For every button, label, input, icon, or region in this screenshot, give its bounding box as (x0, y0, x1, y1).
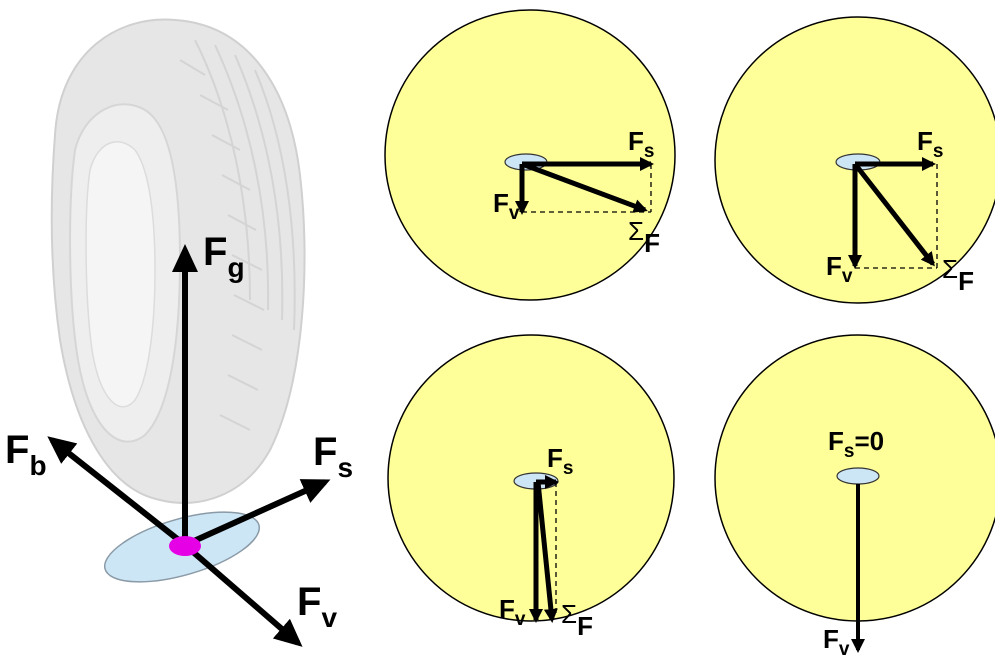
panel-fv-label: Fv (499, 594, 526, 630)
panel-fs-label: Fs (917, 126, 943, 162)
contact-point (169, 536, 201, 556)
panel-4: Fs=0 Fv (714, 334, 995, 660)
fg-label: Fg (203, 230, 245, 283)
panel-1: Fs Fv ΣF (384, 9, 676, 301)
panel-contact-patch (836, 467, 880, 485)
panel-fs-label: Fs=0 (828, 426, 884, 462)
panel-sum-label: ΣF (561, 599, 593, 641)
panel-fs-label: Fs (628, 126, 654, 162)
panel-2: Fs Fv ΣF (714, 16, 995, 304)
panel-fv-label: Fv (826, 251, 853, 287)
tire-illustration (50, 18, 306, 504)
panel-fv-label: Fv (823, 624, 850, 660)
panel-3: Fs Fv ΣF (387, 334, 675, 641)
tire-tread (179, 39, 296, 431)
panel-fv-label: Fv (493, 188, 520, 224)
panel-sum-arrow (521, 161, 648, 213)
fv-arrow (183, 542, 303, 647)
fs-label: Fs (313, 430, 353, 483)
fb-label: Fb (5, 428, 47, 481)
fv-label: Fv (297, 580, 337, 633)
tire-rim-shadow (85, 141, 156, 408)
fs-arrow (183, 479, 331, 548)
panel-sum-label: ΣF (942, 254, 974, 296)
panel-sum-label: ΣF (628, 216, 660, 258)
panel-sum-arrow (853, 162, 935, 267)
panel-fs-label: Fs (547, 443, 573, 479)
fb-arrow (47, 436, 187, 548)
panel-sum-arrow (535, 481, 558, 623)
